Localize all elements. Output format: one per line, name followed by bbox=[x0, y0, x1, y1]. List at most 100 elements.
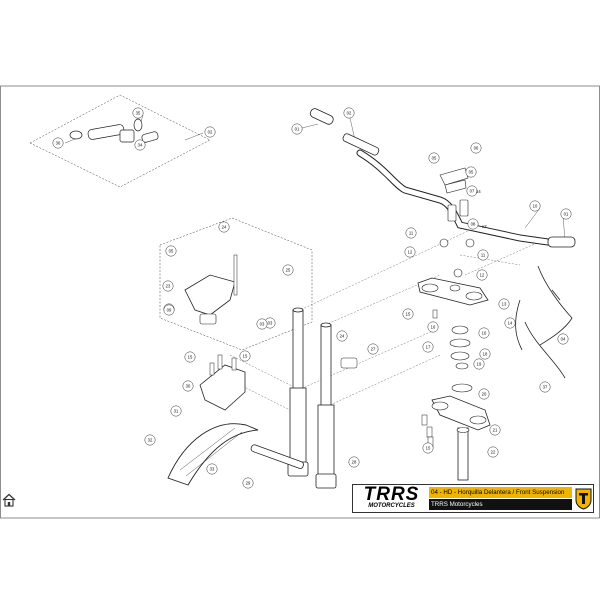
callout-08: 08 bbox=[467, 218, 479, 230]
callout-circle bbox=[367, 343, 379, 355]
callout-circle bbox=[348, 456, 360, 468]
callout-label: 34 bbox=[138, 143, 143, 148]
callout-circle bbox=[476, 269, 488, 281]
callout-15: 15 bbox=[422, 442, 434, 454]
fork-left bbox=[287, 307, 309, 477]
callout-28: 28 bbox=[348, 456, 360, 468]
callout-circle bbox=[498, 298, 510, 310]
shield-badge-icon bbox=[575, 488, 592, 510]
callout-circle bbox=[206, 463, 218, 475]
callout-circle bbox=[291, 123, 303, 135]
callout-circle bbox=[162, 280, 174, 292]
callout-31: 31 bbox=[170, 405, 182, 417]
callout-label: 02 bbox=[347, 111, 352, 116]
throttle-group-box bbox=[29, 94, 211, 188]
callout-circle bbox=[422, 442, 434, 454]
callout-label: 11 bbox=[481, 253, 486, 258]
callout-03: 03 bbox=[256, 318, 268, 330]
callout-circle bbox=[170, 405, 182, 417]
callout-circle bbox=[487, 446, 499, 458]
callout-05: 05 bbox=[165, 245, 177, 257]
title-block: TRRS MOTORCYCLES 04 - HD - Horquilla Del… bbox=[352, 484, 594, 513]
callout-35: 35 bbox=[132, 107, 144, 119]
callout-circle bbox=[489, 424, 501, 436]
callout-22: 22 bbox=[487, 446, 499, 458]
callout-label: 05 bbox=[169, 249, 174, 254]
callout-circle bbox=[529, 200, 541, 212]
lower-triple-clamp bbox=[431, 395, 491, 431]
callout-circle bbox=[478, 388, 490, 400]
callout-label: 29 bbox=[246, 481, 251, 486]
callout-12: 12 bbox=[476, 269, 488, 281]
callout-19: 19 bbox=[473, 358, 485, 370]
callout-36: 36 bbox=[52, 137, 64, 149]
callout-15: 15 bbox=[184, 351, 196, 363]
callout-21: 21 bbox=[489, 424, 501, 436]
callout-label: 05 bbox=[432, 156, 437, 161]
callout-circle bbox=[465, 166, 477, 178]
throttle-assembly bbox=[69, 118, 159, 143]
callout-circle bbox=[470, 142, 482, 154]
callout-circle bbox=[144, 434, 156, 446]
callout-15: 15 bbox=[402, 308, 414, 320]
callout-circle bbox=[473, 358, 485, 370]
logo-text: TRRS bbox=[363, 484, 420, 505]
callout-label: 33 bbox=[210, 467, 215, 472]
callout-label: 24 bbox=[340, 334, 345, 339]
callout-circle bbox=[182, 380, 194, 392]
callout-09: 09 bbox=[163, 304, 175, 316]
section-title-bar: 04 - HD - Horquilla Delantera / Front Su… bbox=[429, 487, 572, 498]
callout-circle bbox=[336, 330, 348, 342]
callout-circle bbox=[204, 126, 216, 138]
callout-04: 04 bbox=[557, 333, 569, 345]
callout-label: 12 bbox=[480, 273, 485, 278]
callout-label: 01 bbox=[564, 212, 569, 217]
callout-label: 24 bbox=[222, 225, 227, 230]
callout-label: 17 bbox=[426, 345, 431, 350]
callout-label: 10 bbox=[533, 204, 538, 209]
callout-13: 13 bbox=[498, 298, 510, 310]
callout-circle bbox=[402, 308, 414, 320]
callout-leaders bbox=[64, 114, 566, 241]
company-bar: TRRS Motorcycles bbox=[429, 499, 572, 510]
callout-circle bbox=[422, 341, 434, 353]
callout-circle bbox=[134, 139, 146, 151]
callout-34: 34 bbox=[134, 139, 146, 151]
callout-label: 01 bbox=[295, 127, 300, 132]
callout-label: 20 bbox=[482, 392, 487, 397]
throttle-tube bbox=[342, 133, 380, 156]
callout-11: 11 bbox=[405, 227, 417, 239]
callout-label: 03 bbox=[268, 321, 273, 326]
callout-circle bbox=[557, 333, 569, 345]
callout-label: 03 bbox=[260, 322, 265, 327]
handlebar bbox=[356, 149, 552, 246]
bearing-stack bbox=[449, 325, 473, 393]
callout-circle bbox=[478, 327, 490, 339]
callout-33: 33 bbox=[206, 463, 218, 475]
callout-circle bbox=[428, 152, 440, 164]
callout-label: 11 bbox=[409, 231, 414, 236]
callout-12: 12 bbox=[404, 246, 416, 258]
leader-lines bbox=[229, 229, 549, 421]
callout-circle bbox=[242, 477, 254, 489]
callout-16: 16 bbox=[478, 327, 490, 339]
callout-06: 06 bbox=[470, 142, 482, 154]
callout-label: 31 bbox=[174, 409, 179, 414]
callout-03: 03 bbox=[264, 317, 276, 329]
switch-group-box bbox=[159, 217, 313, 351]
front-axle bbox=[250, 444, 304, 469]
section-title: 04 - HD - Horquilla Delantera / Front Su… bbox=[431, 488, 565, 496]
company-name: TRRS Motorcycles bbox=[431, 500, 483, 508]
callout-label: 35 bbox=[136, 111, 141, 116]
callout-37: 37 bbox=[539, 381, 551, 393]
callout-label: 37 bbox=[543, 385, 548, 390]
callout-label: 15 bbox=[406, 312, 411, 317]
callout-17: 17 bbox=[422, 341, 434, 353]
home-icon[interactable] bbox=[2, 493, 16, 507]
callout-30: 30 bbox=[182, 380, 194, 392]
callout-label: 16 bbox=[431, 325, 436, 330]
trrs-logo: TRRS MOTORCYCLES bbox=[355, 484, 428, 512]
callout-label: 32 bbox=[148, 438, 153, 443]
callout-05: 05 bbox=[465, 166, 477, 178]
callout-02: 02 bbox=[204, 126, 216, 138]
